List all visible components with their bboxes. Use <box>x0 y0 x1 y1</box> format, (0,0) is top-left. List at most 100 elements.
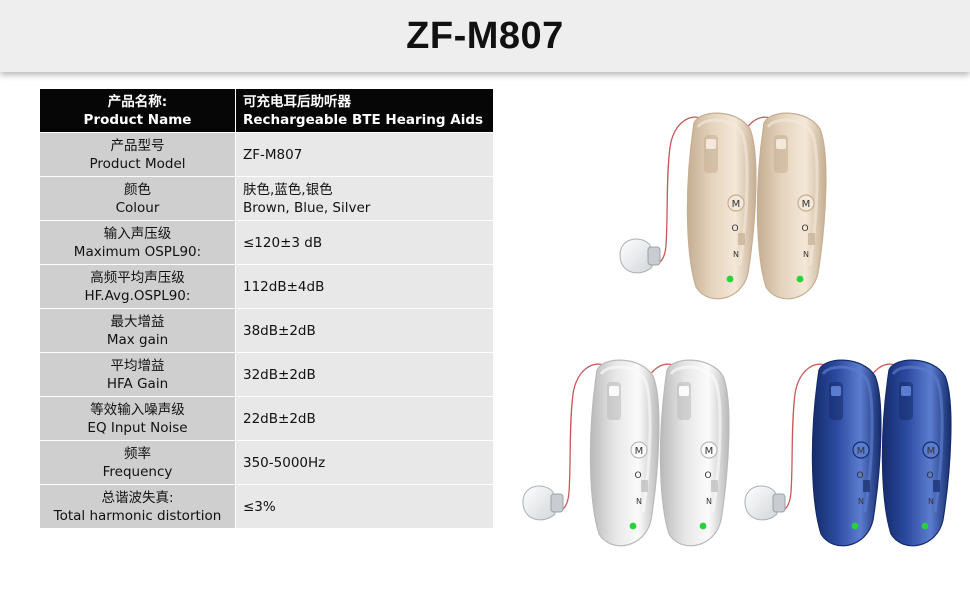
led-indicator <box>921 522 929 530</box>
spec-key-en: Product Model <box>89 155 186 172</box>
spec-key-cell: 总谐波失真:Total harmonic distortion <box>39 484 236 529</box>
spec-value-secondary: Brown, Blue, Silver <box>243 199 371 216</box>
led-indicator <box>699 522 707 530</box>
hearing-aid-pair-silver: M O N M O N <box>522 359 730 547</box>
hearing-aid-unit: M O N <box>721 112 827 300</box>
spec-value-primary: 38dB±2dB <box>243 322 316 339</box>
spec-value-primary: 350-5000Hz <box>243 454 326 471</box>
spec-key-cn: 颜色 <box>124 181 151 198</box>
hearing-aid-unit: M O N <box>554 359 660 547</box>
spec-key-cn: 输入声压级 <box>103 225 172 242</box>
spec-key-en: Frequency <box>102 463 173 480</box>
hearing-aid-unit: M O N <box>776 359 882 547</box>
n-label: N <box>636 497 642 506</box>
m-button-label: M <box>705 446 714 457</box>
volume-switch <box>863 480 870 492</box>
n-label: N <box>706 497 712 506</box>
spec-value-cell: ≤120±3 dB <box>235 220 494 265</box>
ear-dome <box>619 238 661 274</box>
hearing-aid-unit: M O N <box>651 112 757 300</box>
m-button <box>727 194 745 212</box>
spec-value-primary: 肤色,蓝色,银色 <box>243 181 333 198</box>
page-title: ZF-M807 <box>406 15 564 57</box>
ear-dome <box>522 485 564 521</box>
spec-value-primary: 可充电耳后助听器 <box>243 93 351 110</box>
m-button-label: M <box>927 446 936 457</box>
ear-tube <box>651 116 703 266</box>
m-button <box>700 441 718 459</box>
o-label: O <box>801 224 808 234</box>
spec-value-cell: 32dB±2dB <box>235 352 494 397</box>
o-label: O <box>731 224 738 234</box>
n-label: N <box>928 497 934 506</box>
spec-key-en: HFA Gain <box>106 375 169 392</box>
spec-value-cell: 38dB±2dB <box>235 308 494 353</box>
o-label: O <box>704 471 711 481</box>
n-label: N <box>803 250 809 259</box>
spec-value-primary: 112dB±4dB <box>243 278 325 295</box>
hearing-aid-unit: M O N <box>846 359 952 547</box>
volume-switch <box>738 233 745 245</box>
spec-value-primary: 32dB±2dB <box>243 366 316 383</box>
volume-switch <box>641 480 648 492</box>
spec-row: 总谐波失真:Total harmonic distortion≤3% <box>39 484 494 529</box>
spec-value-primary: ZF-M807 <box>243 146 303 163</box>
volume-switch <box>933 480 940 492</box>
spec-key-en: Max gain <box>106 331 169 348</box>
spec-key-en: Total harmonic distortion <box>53 507 222 524</box>
led-indicator <box>851 522 859 530</box>
spec-value-cell: 112dB±4dB <box>235 264 494 309</box>
m-button <box>630 441 648 459</box>
o-label: O <box>634 471 641 481</box>
spec-key-en: EQ Input Noise <box>87 419 188 436</box>
ear-tube <box>776 363 828 513</box>
spec-key-cn: 高频平均声压级 <box>90 269 185 286</box>
spec-key-cn: 平均增益 <box>110 357 165 374</box>
m-button-label: M <box>857 446 866 457</box>
spec-key-cell: 产品名称:Product Name <box>39 88 236 133</box>
ear-tube <box>554 363 606 513</box>
m-button <box>922 441 940 459</box>
m-button-label: M <box>732 199 741 210</box>
led-indicator <box>796 275 804 283</box>
spec-key-cn: 等效输入噪声级 <box>90 401 185 418</box>
ear-dome <box>744 485 786 521</box>
led-indicator <box>726 275 734 283</box>
spec-value-secondary: Rechargeable BTE Hearing Aids <box>243 111 484 128</box>
spec-key-en: Colour <box>115 199 160 216</box>
n-label: N <box>733 250 739 259</box>
spec-value-primary: ≤120±3 dB <box>243 234 323 251</box>
spec-key-en: Product Name <box>83 111 192 128</box>
volume-switch <box>711 480 718 492</box>
volume-switch <box>808 233 815 245</box>
spec-key-en: HF.Avg.OSPL90: <box>84 287 191 304</box>
m-button <box>797 194 815 212</box>
n-label: N <box>858 497 864 506</box>
spec-value-primary: 22dB±2dB <box>243 410 316 427</box>
header-bar: ZF-M807 <box>0 0 970 72</box>
m-button-label: M <box>802 199 811 210</box>
spec-key-cn: 最大增益 <box>110 313 165 330</box>
led-indicator <box>629 522 637 530</box>
spec-key-cn: 产品名称: <box>107 93 168 110</box>
